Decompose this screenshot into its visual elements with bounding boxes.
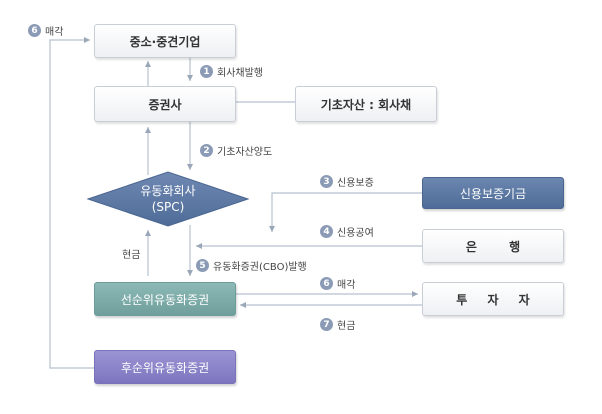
step-issue-bonds: 1 회사채발행 xyxy=(200,64,263,79)
step-number-badge: 6 xyxy=(28,24,41,37)
step-junior-sale: 6 매각 xyxy=(28,23,63,38)
node-bank: 은 행 xyxy=(422,229,564,263)
step-label: 현금 xyxy=(337,321,356,332)
node-sme: 중소·중견기업 xyxy=(94,24,236,58)
step-label: 매각 xyxy=(45,27,64,38)
step-number-badge: 5 xyxy=(196,259,209,272)
step-cbo-issue: 5 유동화증권(CBO)발행 xyxy=(196,258,307,273)
node-securities: 증권사 xyxy=(94,86,236,122)
step-label: 신용공여 xyxy=(337,228,374,239)
step-number-badge: 3 xyxy=(320,175,333,188)
step-number-badge: 4 xyxy=(320,225,333,238)
step-label: 회사채발행 xyxy=(217,68,263,79)
spc-label: 유동화회사 xyxy=(140,184,196,198)
cash-label: 현금 xyxy=(122,250,141,261)
arrow-guarantee xyxy=(269,192,422,232)
step-credit-guarantee: 3 신용보증 xyxy=(320,174,374,189)
step-label: 유동화증권(CBO)발행 xyxy=(213,262,307,273)
step-number-badge: 6 xyxy=(320,277,333,290)
node-junior-securities: 후순위유동화증권 xyxy=(94,350,236,384)
step-credit-line: 4 신용공여 xyxy=(320,224,374,239)
step-label: 신용보증 xyxy=(337,178,374,189)
arrow-junior-to-sme xyxy=(49,37,94,369)
step-sale: 6 매각 xyxy=(320,276,355,291)
step-number-badge: 1 xyxy=(200,65,213,78)
step-number-badge: 2 xyxy=(200,144,213,157)
node-senior-securities: 선순위유동화증권 xyxy=(94,282,236,316)
spc-sublabel: (SPC) xyxy=(151,200,185,214)
node-investor: 투 자 자 xyxy=(422,282,564,316)
spc-diamond xyxy=(86,171,250,227)
step-asset-transfer: 2 기초자산양도 xyxy=(200,143,272,158)
step-number-badge: 7 xyxy=(320,318,333,331)
step-label: 매각 xyxy=(337,280,356,291)
node-guarantee-fund: 신용보증기금 xyxy=(422,177,564,209)
node-spc: 유동화회사 (SPC) xyxy=(88,176,248,222)
step-label: 기초자산양도 xyxy=(217,147,273,158)
node-underlying-asset: 기초자산 : 회사채 xyxy=(295,86,437,122)
step-cash: 7 현금 xyxy=(320,317,355,332)
